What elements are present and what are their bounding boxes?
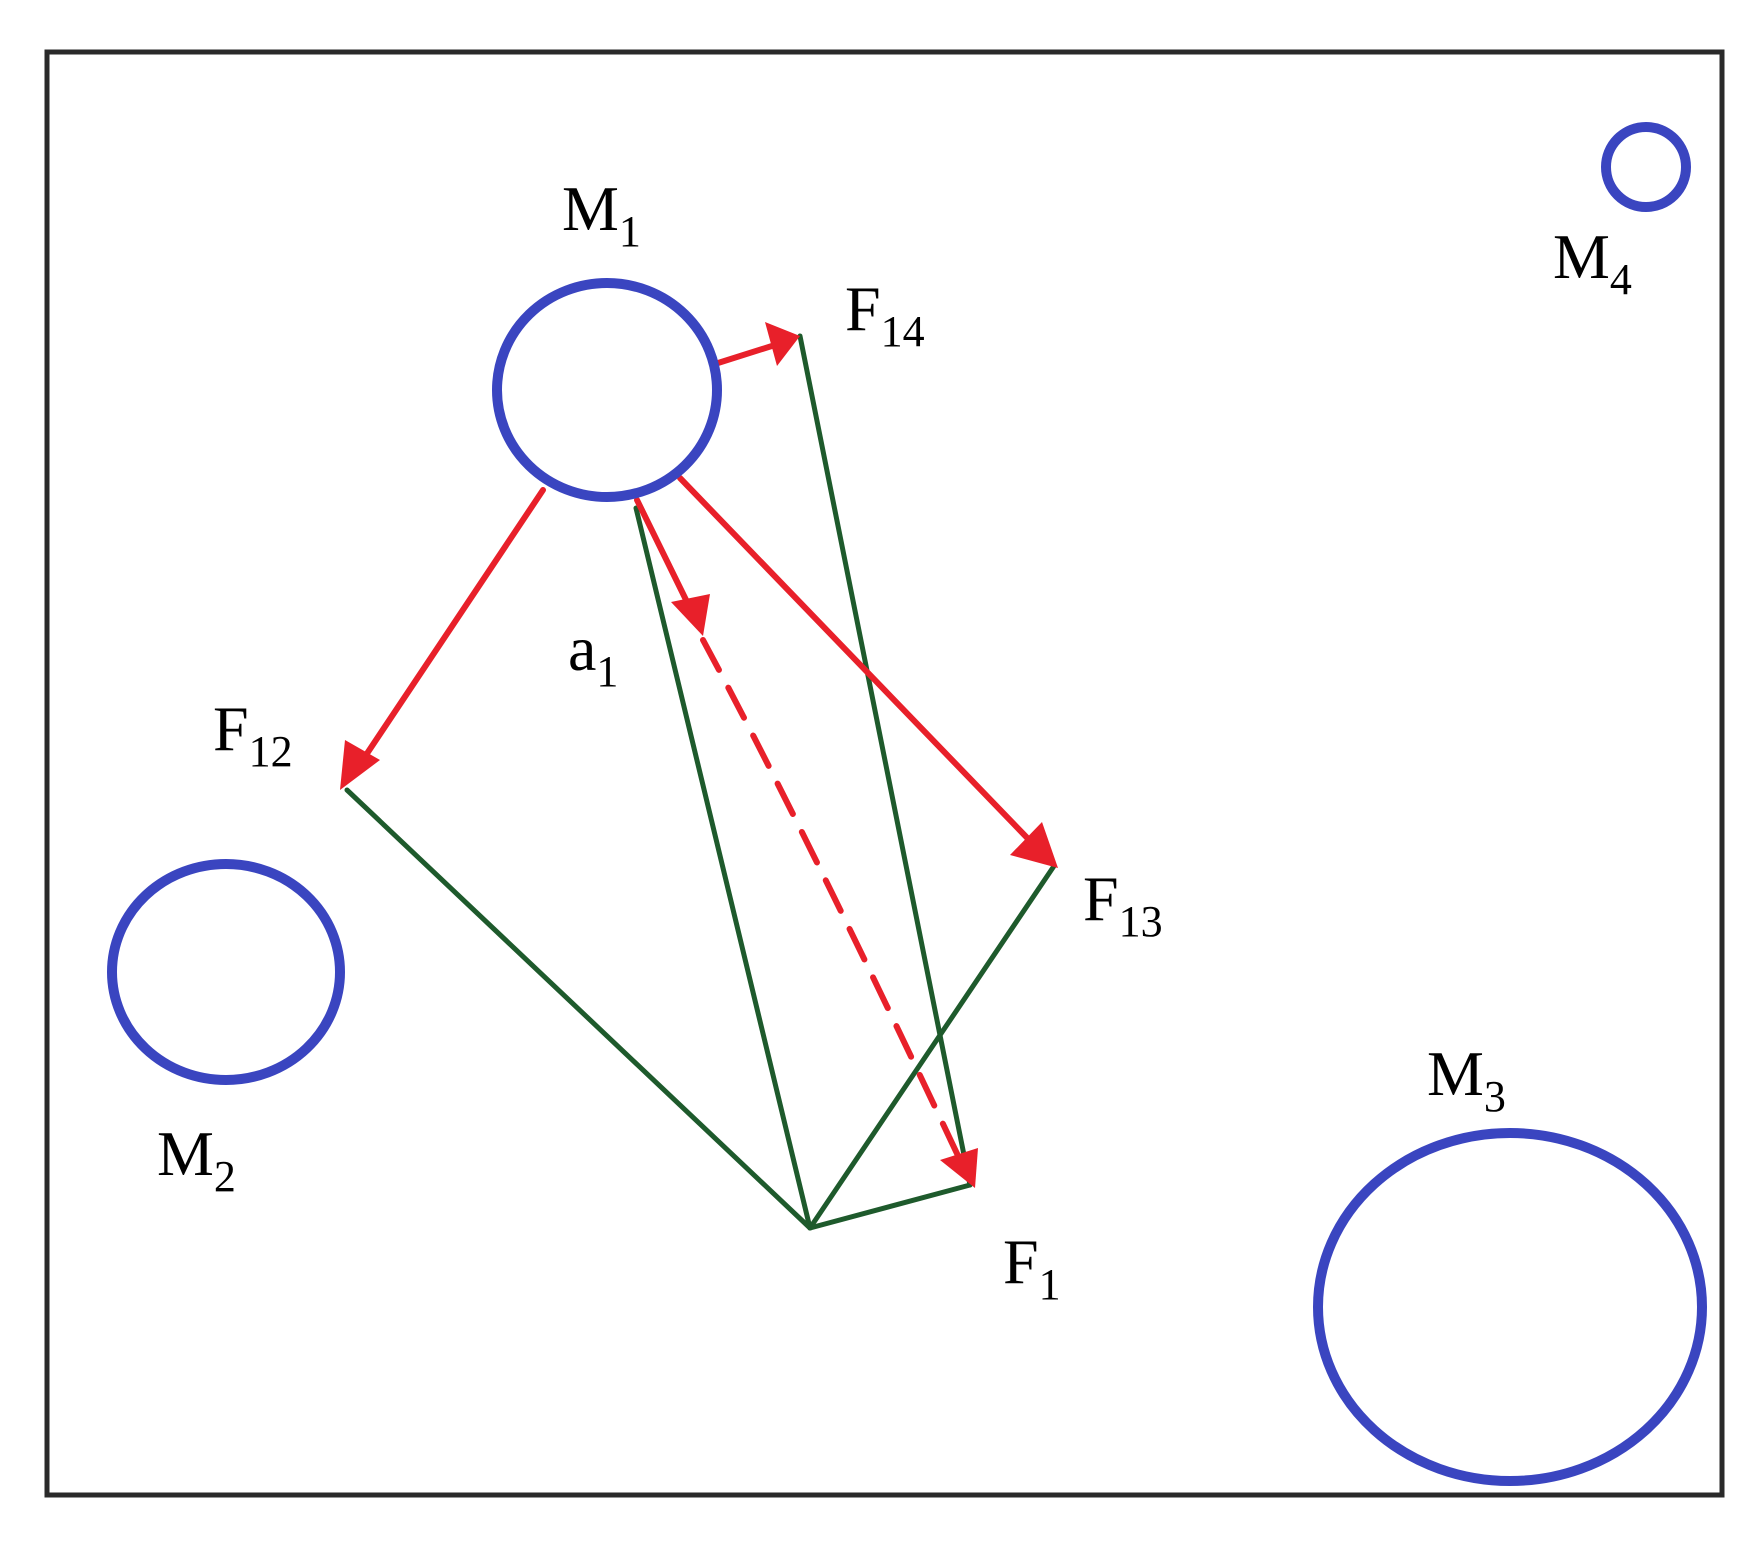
mass-m1-circle bbox=[492, 278, 722, 502]
mass-m3-circle bbox=[1313, 1128, 1707, 1486]
construction-lines bbox=[344, 333, 1057, 1231]
label-f13: F13 bbox=[1083, 863, 1163, 946]
construction-line-origin-to-sum bbox=[633, 505, 813, 1231]
frame-border bbox=[44, 49, 1725, 1498]
construction-line-f14-to-f1 bbox=[797, 333, 973, 1188]
vector-f12-arrowhead bbox=[340, 740, 380, 790]
masses bbox=[107, 122, 1707, 1486]
label-m3: M3 bbox=[1427, 1038, 1506, 1121]
vector-f13 bbox=[677, 475, 1038, 849]
mass-m4-circle bbox=[1601, 122, 1691, 212]
construction-line-sum-to-f1 bbox=[807, 1182, 973, 1231]
mass-m2-circle bbox=[107, 859, 345, 1085]
vector-f12 bbox=[349, 487, 546, 779]
vector-f14-arrowhead bbox=[765, 322, 800, 366]
label-f14: F14 bbox=[845, 273, 925, 356]
vector-f1-arrowhead bbox=[940, 1148, 978, 1188]
label-m4: M4 bbox=[1553, 221, 1632, 304]
vector-a1-arrowhead bbox=[671, 594, 710, 636]
vector-f13-arrowhead bbox=[1010, 822, 1058, 868]
vector-a1 bbox=[634, 497, 693, 611]
label-f1: F1 bbox=[1003, 1226, 1061, 1309]
construction-line-f12-to-sum bbox=[344, 787, 813, 1231]
vector-f14 bbox=[715, 342, 778, 366]
construction-line-f13-to-sum bbox=[807, 863, 1057, 1231]
label-m1: M1 bbox=[562, 173, 641, 256]
force-vectors bbox=[340, 322, 1058, 1188]
labels: M1 M2 M3 M4 F12 F13 F14 F1 a1 bbox=[157, 173, 1632, 1309]
label-m2: M2 bbox=[157, 1118, 236, 1201]
label-f12: F12 bbox=[213, 693, 293, 776]
label-a1: a1 bbox=[568, 613, 618, 696]
vector-f1-dashed bbox=[700, 637, 963, 1163]
